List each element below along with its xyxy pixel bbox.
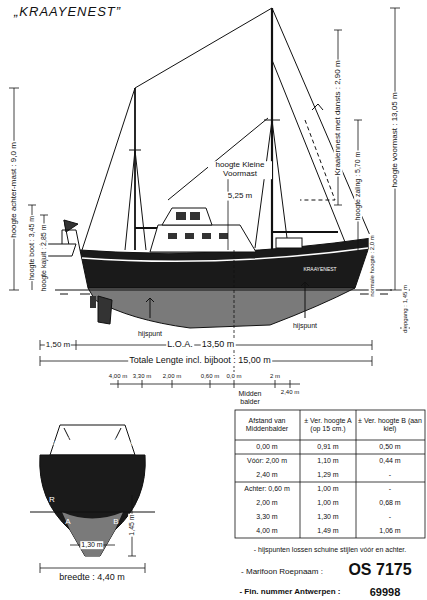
dimension-label: normale hoogte : 2,0 m [369, 234, 376, 298]
dimension-label: - hijspunten lossen schuine stijlen vóór… [237, 546, 424, 554]
dimension-lines [9, 8, 410, 388]
table-cell: 0,44 m [378, 457, 401, 465]
dimension-label: - Fin. nummer Antwerpen : [238, 588, 341, 597]
hull-marking: B [112, 518, 119, 527]
table-cell: 1,49 m [316, 527, 339, 535]
dimension-label: Totale Lengte incl. bijboot : 15,00 m [128, 356, 272, 366]
dimension-label: hoogte Kleine Voormast [208, 161, 272, 179]
boom [272, 231, 338, 233]
shroud [255, 120, 272, 248]
wheelhouse [162, 208, 212, 225]
table-cell: - [388, 513, 392, 521]
dimension-label: diepgang : 1,45 m [402, 284, 409, 334]
dimension-label: 4,00 m [108, 373, 128, 380]
table-cell: 1,10 m [316, 457, 339, 465]
dimension-label: 1,30 m [80, 541, 103, 549]
table-cell: 1,06 m [378, 527, 401, 535]
table-cell: Achter: 0,60 m [243, 485, 291, 493]
sail-tip [312, 104, 323, 110]
table-cell: 0,00 m [255, 443, 278, 451]
hull-marking: KRAAYENEST [302, 267, 337, 273]
dimension-label: 3,30 m [132, 373, 152, 380]
dimension-label: L.O.A. [166, 340, 194, 350]
table-cell: ± Ver. hoogte A (op 15 cm.) [301, 417, 355, 432]
section-hull [40, 455, 146, 556]
davits [62, 230, 80, 250]
dimension-label: 2,00 m [162, 373, 182, 380]
mizzen-mast [134, 88, 136, 250]
table-cell: Vóór: 2,00 m [246, 457, 288, 465]
triatic-stay [135, 8, 272, 88]
hull-marking: R [48, 496, 56, 505]
table-cell: 0,50 m [378, 443, 401, 451]
shroud [272, 120, 288, 246]
shroud [125, 150, 135, 250]
water-marks [60, 294, 388, 295]
table-cell: 3,30 m [255, 513, 278, 521]
table-cell: 0,91 m [316, 443, 339, 451]
backstay [82, 88, 135, 250]
table-cell: 0,68 m [378, 499, 401, 507]
dimension-label: hijspunt [292, 322, 318, 330]
hull-marking: A [64, 518, 71, 527]
dimension-label: hoogte boot : 3,45 m [28, 215, 36, 281]
table-cell: - [388, 485, 392, 493]
cabin [150, 225, 256, 252]
table-grid [235, 410, 425, 538]
dimension-label: hoogte achter-mast : 9,0 m [10, 141, 19, 239]
dimension-label: OS 7175 [347, 561, 412, 579]
dimension-label: 5,25 m [227, 192, 253, 201]
shroud [135, 150, 146, 250]
dimension-label: 13,50 m [201, 340, 236, 350]
table-cell: 1,29 m [316, 471, 339, 479]
dimension-label: 0,0 m [225, 373, 242, 380]
table-cell: 1,30 m [316, 513, 339, 521]
dimension-label: 2 m [269, 373, 281, 380]
dimension-label: Kraaiennest met dansts : 2,90 m [334, 59, 343, 176]
table-cell: 1,00 m [316, 499, 339, 507]
table-cell: - [388, 471, 392, 479]
dimension-label: 1,45 m [128, 513, 136, 536]
table-cell: 2,00 m [255, 499, 278, 507]
table-cell: 2,40 m [255, 471, 278, 479]
boom-lift [168, 118, 268, 200]
hoist-arrow [146, 282, 309, 318]
dimension-label: Midden balder [232, 390, 268, 405]
boat-title: „KRAAYENEST” [14, 4, 121, 19]
section-underwater [62, 512, 123, 556]
table-cell: Afstand van Middenbalder [236, 417, 298, 432]
dimension-label: 0,60 m [200, 373, 220, 380]
dimension-label: 69998 [369, 586, 402, 598]
waterline [55, 290, 392, 291]
staysail-outline [300, 120, 335, 200]
dimension-label: hijspunt [137, 330, 163, 338]
propeller [90, 296, 96, 308]
table-cell: 1,00 m [316, 485, 339, 493]
table-cell: 4,00 m [255, 527, 278, 535]
section-waterline [30, 512, 155, 513]
dimension-label: - Marifoon Roepnaam : [240, 568, 324, 577]
dimension-label: breedte : 4,40 m [58, 573, 126, 583]
dimension-label: 2,40 m [280, 389, 300, 396]
forward-hatch [276, 238, 302, 248]
section-dimensions [40, 495, 145, 573]
dimension-label: hoogte zaling : 5,70 m [354, 151, 362, 222]
dimension-label: hoogte voormast : 13,05 m [391, 91, 400, 188]
dimension-label: 1,50 m [45, 341, 71, 350]
table-cell: ± Ver. hoogte B (aan kiel) [357, 417, 423, 432]
rudder [98, 296, 112, 324]
staysail-stay [272, 60, 345, 242]
forestay [272, 8, 372, 240]
dimension-label: hoogte kajuit : 2,85 m [40, 224, 48, 293]
